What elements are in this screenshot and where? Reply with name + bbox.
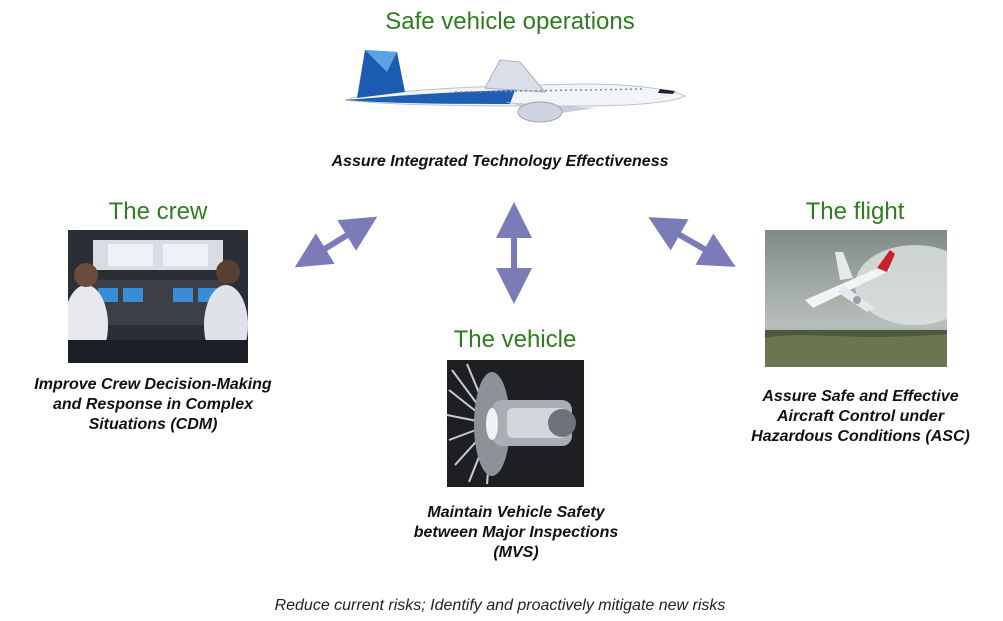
crew-caption-line-2: and Response in Complex (52, 396, 254, 413)
crew-caption-line-3: Situations (CDM) (88, 416, 218, 433)
crew-caption-line-1: Improve Crew Decision-Making (34, 376, 272, 393)
footer-note: Reduce current risks; Identify and proac… (274, 597, 726, 614)
top-title: Safe vehicle operations (385, 8, 635, 35)
aircraft-in-storm-photo (765, 230, 947, 367)
vehicle-caption-line-1: Maintain Vehicle Safety (427, 504, 605, 521)
arrow-crew-top (294, 216, 378, 268)
crew-caption: Improve Crew Decision-Making and Respons… (0, 375, 306, 435)
arrow-flight-top (648, 217, 736, 267)
flight-caption-line-3: Hazardous Conditions (ASC) (751, 428, 970, 445)
flight-caption-line-1: Assure Safe and Effective (762, 388, 959, 405)
airliner-photo (335, 42, 690, 132)
flight-caption: Assure Safe and Effective Aircraft Contr… (718, 387, 1003, 447)
cockpit-photo (68, 230, 248, 363)
vehicle-title: The vehicle (453, 326, 577, 353)
vehicle-caption: Maintain Vehicle Safety between Major In… (360, 503, 672, 563)
turbine-engine-photo (447, 360, 584, 487)
flight-caption-line-2: Aircraft Control under (776, 408, 945, 425)
vehicle-caption-line-2: between Major Inspections (413, 524, 619, 541)
top-caption: Assure Integrated Technology Effectivene… (331, 153, 669, 170)
crew-title: The crew (108, 198, 208, 225)
flight-title: The flight (805, 198, 905, 225)
vehicle-caption-line-3: (MVS) (493, 544, 539, 561)
